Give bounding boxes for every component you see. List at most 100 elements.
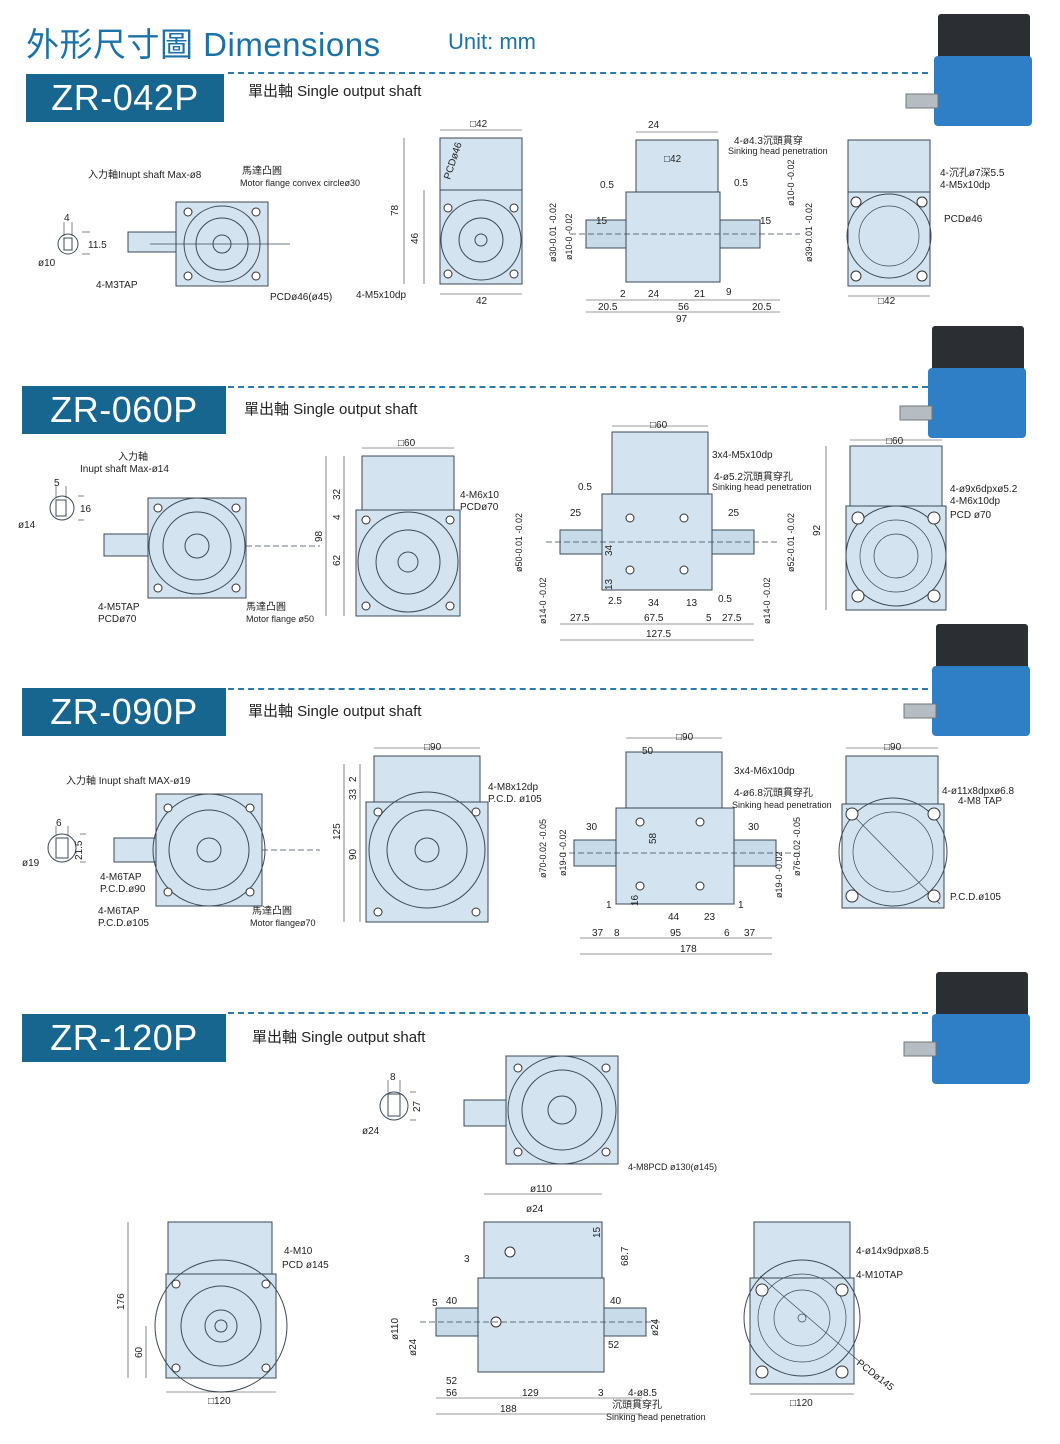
callout-pcd: PCDø70 bbox=[98, 614, 137, 625]
front-view-zr042p bbox=[403, 129, 523, 295]
callout-input-shaft: 入力軸Inupt shaft Max-ø8 bbox=[88, 168, 202, 181]
dim-label: 20.5 bbox=[752, 302, 772, 313]
dim-label: 30 bbox=[586, 822, 598, 833]
dim-label: 5 bbox=[432, 1298, 438, 1309]
callout-hole: 4-ø6.8沉頭貫穿孔 bbox=[734, 786, 813, 799]
callout-hole: 4-ø11x8dpxø6.8 bbox=[942, 786, 1015, 797]
side-view-zr120p bbox=[420, 1193, 660, 1415]
gearbox-photo-zr120p bbox=[903, 972, 1030, 1084]
dim-label: ø10-0 -0.02 bbox=[786, 159, 796, 206]
callout-input-shaft: Inupt shaft Max-ø14 bbox=[80, 464, 169, 475]
dim-label: □120 bbox=[208, 1396, 231, 1407]
dim-label: 37 bbox=[744, 928, 756, 939]
back-view-zr120p bbox=[743, 1221, 861, 1395]
model-label-zr042p: ZR-042P bbox=[26, 74, 224, 122]
callout-hole: Sinking head penetration bbox=[732, 800, 832, 810]
dim-label: □60 bbox=[398, 438, 416, 449]
side-view-zr090p bbox=[560, 737, 800, 955]
callout-tap: 4-M10 bbox=[284, 1246, 313, 1257]
dim-label: ø50-0.01 -0.02 bbox=[514, 513, 524, 572]
dim-label: ø30-0.01 -0.02 bbox=[548, 203, 558, 262]
callout-hole: Sinking head penetration bbox=[606, 1412, 706, 1422]
dim-label: 5 bbox=[54, 478, 60, 489]
section-divider bbox=[228, 1012, 928, 1014]
dim-label: □42 bbox=[470, 119, 488, 130]
dim-label: 95 bbox=[670, 928, 682, 939]
dim-label: 2 bbox=[620, 289, 626, 300]
callout-pcd: P.C.D. ø105 bbox=[488, 794, 542, 805]
dim-label: 23 bbox=[704, 912, 716, 923]
callout-motor-flange: 馬達凸圓 bbox=[246, 601, 286, 613]
callout-pcd: PCDø145 bbox=[854, 1358, 896, 1394]
dim-label: 62 bbox=[332, 554, 343, 566]
callout-tap: 4-M3TAP bbox=[96, 280, 138, 291]
gearbox-photo-zr090p bbox=[903, 624, 1030, 736]
dim-label: 176 bbox=[116, 1293, 127, 1310]
dim-label: 2 bbox=[348, 776, 359, 782]
input-view-zr120p bbox=[463, 1055, 619, 1165]
dim-label: 4 bbox=[64, 213, 70, 224]
keyway-detail-zr042p bbox=[57, 222, 90, 255]
dim-label: □42 bbox=[664, 154, 682, 165]
callout-tap: 4-M5x10dp bbox=[940, 180, 990, 191]
dim-label: 1 bbox=[738, 900, 744, 911]
dim-label: 42 bbox=[476, 296, 488, 307]
callout-motor-flange: Motor flange ø50 bbox=[246, 614, 314, 624]
dim-label: 15 bbox=[592, 1226, 603, 1238]
unit-label: Unit: mm bbox=[448, 29, 536, 54]
callout-hole: 4-ø4.3沉頭貫穿 bbox=[734, 134, 803, 147]
dim-label: 68.7 bbox=[620, 1246, 631, 1266]
callout-motor-flange: Motor flangeø70 bbox=[250, 918, 316, 928]
callout-hole: 4-沉孔ø7深5.5 bbox=[940, 166, 1005, 179]
dim-label: 40 bbox=[610, 1296, 622, 1307]
input-view-zr090p bbox=[113, 793, 320, 907]
back-view-zr060p bbox=[825, 439, 947, 611]
callout-tap: 4-M10TAP bbox=[856, 1270, 903, 1281]
dim-label: 3 bbox=[464, 1254, 470, 1265]
dim-label: □42 bbox=[878, 296, 896, 307]
dim-label: 58 bbox=[648, 832, 659, 844]
dim-label: 127.5 bbox=[646, 629, 671, 640]
dim-label: 9 bbox=[726, 287, 732, 298]
callout-pcd: PCDø46(ø45) bbox=[270, 292, 332, 303]
dim-label: 0.5 bbox=[734, 178, 748, 189]
keyway-detail-zr090p bbox=[47, 826, 86, 863]
callout-hole: 4-ø8.5 bbox=[628, 1388, 657, 1399]
callout-tap: 3x4-M5x10dp bbox=[712, 450, 773, 461]
side-view-zr060p bbox=[546, 425, 780, 641]
callout-tap: 4-M8PCD ø130(ø145) bbox=[628, 1162, 717, 1172]
dim-label: 25 bbox=[728, 508, 740, 519]
dim-label: 125 bbox=[332, 823, 343, 840]
callout-tap: 4-M6TAP bbox=[98, 906, 140, 917]
dim-label: 21.5 bbox=[74, 840, 85, 860]
dim-label: ø14-0 -0.02 bbox=[762, 577, 772, 624]
callout-hole: 4-ø5.2沉頭貫穿孔 bbox=[714, 470, 793, 483]
callout-tap: 4-M5TAP bbox=[98, 602, 140, 613]
dim-label: 0.5 bbox=[578, 482, 592, 493]
dim-label: 67.5 bbox=[644, 613, 664, 624]
dim-label: 6 bbox=[56, 818, 62, 829]
model-label-zr090p: ZR-090P bbox=[22, 688, 226, 736]
callout-input-shaft: 入力軸 Inupt shaft MAX-ø19 bbox=[66, 774, 191, 787]
dim-label: ø24 bbox=[526, 1204, 544, 1215]
dim-label: 50 bbox=[642, 746, 654, 757]
callout-tap: 4-M8x12dp bbox=[488, 782, 538, 793]
dim-label: 37 bbox=[592, 928, 604, 939]
dim-label: 13 bbox=[604, 578, 615, 590]
dim-label: ø110 bbox=[530, 1184, 552, 1195]
dim-label: 1 bbox=[606, 900, 612, 911]
dim-label: ø24 bbox=[408, 1338, 419, 1356]
dim-label: 4 bbox=[332, 514, 343, 520]
dim-label: 46 bbox=[410, 232, 421, 244]
section-desc-zr042p: 單出軸 Single output shaft bbox=[248, 83, 422, 100]
keyway-detail-zr060p bbox=[49, 486, 84, 521]
dim-label: 27.5 bbox=[722, 613, 742, 624]
dim-label: 33 bbox=[348, 788, 359, 800]
callout-hole: 4-ø14x9dpxø8.5 bbox=[856, 1246, 929, 1257]
dim-label: □90 bbox=[884, 742, 902, 753]
dim-label: 129 bbox=[522, 1388, 539, 1399]
page-title: 外形尺寸圖 Dimensions bbox=[26, 26, 381, 63]
dim-label: 13 bbox=[686, 598, 698, 609]
dim-label: ø70-0.02 -0.05 bbox=[538, 819, 548, 878]
callout-pcd: PCDø46 bbox=[944, 214, 983, 225]
